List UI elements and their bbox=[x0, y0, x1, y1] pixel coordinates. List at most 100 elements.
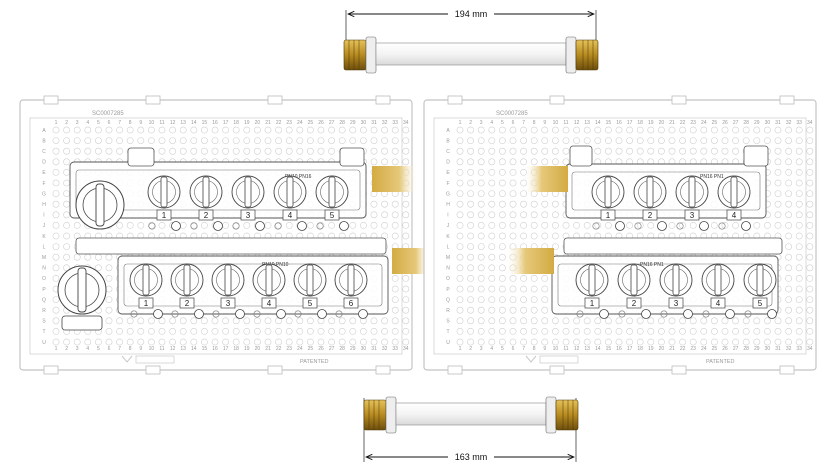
column-number: 30 bbox=[361, 120, 367, 126]
column-number: 2 bbox=[65, 120, 68, 126]
valve-handle bbox=[630, 264, 638, 296]
drain-knob bbox=[297, 221, 307, 231]
drain-knob bbox=[153, 309, 163, 319]
bottom-dimension-label: 163 mm bbox=[455, 452, 488, 462]
row-letter: F bbox=[446, 181, 449, 187]
column-number: 19 bbox=[648, 346, 654, 352]
port-number: 1 bbox=[590, 299, 595, 308]
left-board-clamps bbox=[43, 95, 391, 375]
column-number: 5 bbox=[501, 120, 504, 126]
port-number-box bbox=[752, 297, 768, 309]
column-number: 22 bbox=[680, 120, 686, 126]
column-number: 17 bbox=[223, 346, 229, 352]
row-letter: E bbox=[42, 170, 46, 176]
left-upper-outlet-stub bbox=[372, 166, 418, 192]
port-number-box bbox=[324, 209, 340, 221]
port-number-box bbox=[710, 297, 726, 309]
column-number: 7 bbox=[118, 346, 121, 352]
valve-handle bbox=[714, 264, 722, 296]
column-number: 5 bbox=[501, 346, 504, 352]
valve-handle bbox=[202, 176, 210, 208]
row-letter: S bbox=[42, 319, 46, 325]
row-letter: D bbox=[42, 160, 46, 166]
left-upper-manifold-label: PN10 PN16 bbox=[285, 174, 312, 180]
left-lower-ball-valve bbox=[57, 265, 107, 331]
row-letter: R bbox=[42, 308, 46, 314]
outlet-ring bbox=[676, 222, 684, 230]
bottom-pipe-assembly: 163 mm bbox=[363, 396, 579, 463]
column-number: 15 bbox=[202, 120, 208, 126]
right-upper-inlet-stub bbox=[524, 166, 568, 192]
port-number-box bbox=[179, 297, 195, 309]
column-number: 6 bbox=[108, 120, 111, 126]
row-letter: I bbox=[43, 213, 44, 219]
drain-knob bbox=[741, 221, 751, 231]
column-number: 28 bbox=[743, 120, 749, 126]
column-number: 2 bbox=[469, 346, 472, 352]
valve-handle bbox=[286, 176, 294, 208]
column-number: 20 bbox=[659, 346, 665, 352]
column-number: 16 bbox=[212, 346, 218, 352]
column-number: 19 bbox=[244, 120, 250, 126]
column-number: 3 bbox=[76, 120, 79, 126]
left-upper-ball-valve bbox=[75, 180, 125, 230]
outlet-ring bbox=[148, 222, 156, 230]
row-letter: P bbox=[42, 287, 46, 293]
row-letter: T bbox=[42, 329, 45, 335]
column-number: 28 bbox=[743, 346, 749, 352]
row-letter: J bbox=[43, 223, 46, 229]
port-number: 4 bbox=[732, 211, 737, 220]
column-number: 5 bbox=[97, 120, 100, 126]
drain-knob bbox=[171, 221, 181, 231]
outlet-ring bbox=[576, 310, 584, 318]
column-number: 34 bbox=[403, 120, 409, 126]
outlet-ring bbox=[592, 222, 600, 230]
valve-handle bbox=[604, 176, 612, 208]
column-number: 30 bbox=[765, 346, 771, 352]
column-number: 10 bbox=[149, 346, 155, 352]
column-number: 4 bbox=[490, 346, 493, 352]
valve-handle bbox=[244, 176, 252, 208]
drain-knob bbox=[276, 309, 286, 319]
valve-handle bbox=[142, 264, 150, 296]
column-number: 13 bbox=[180, 346, 186, 352]
port-number-box bbox=[302, 297, 318, 309]
row-letter: G bbox=[42, 191, 46, 197]
column-number: 31 bbox=[775, 346, 781, 352]
right-upper-manifold-label: PN16 PN1 bbox=[700, 174, 724, 180]
column-number: 18 bbox=[637, 346, 643, 352]
column-number: 31 bbox=[775, 120, 781, 126]
column-number: 18 bbox=[233, 120, 239, 126]
row-letter: M bbox=[446, 255, 450, 261]
row-letter: B bbox=[42, 138, 46, 144]
column-number: 24 bbox=[297, 346, 303, 352]
column-number: 15 bbox=[202, 346, 208, 352]
column-number: 29 bbox=[754, 346, 760, 352]
port-number: 5 bbox=[330, 211, 335, 220]
row-letter: R bbox=[446, 308, 450, 314]
column-number: 4 bbox=[86, 346, 89, 352]
column-number: 32 bbox=[786, 346, 792, 352]
column-number: 13 bbox=[584, 346, 590, 352]
valve-handle bbox=[265, 264, 273, 296]
top-pipe-assembly: 194 mm bbox=[343, 8, 599, 74]
port-number-box bbox=[282, 209, 298, 221]
column-number: 28 bbox=[339, 120, 345, 126]
top-dimension-label: 194 mm bbox=[455, 9, 488, 19]
column-number: 28 bbox=[339, 346, 345, 352]
row-letter: I bbox=[447, 213, 448, 219]
port-number-box bbox=[220, 297, 236, 309]
valve-handle bbox=[646, 176, 654, 208]
column-number: 27 bbox=[329, 346, 335, 352]
column-number: 17 bbox=[223, 120, 229, 126]
outlet-ring bbox=[660, 310, 668, 318]
drain-knob bbox=[255, 221, 265, 231]
port-number-box bbox=[668, 297, 684, 309]
column-number: 14 bbox=[191, 120, 197, 126]
